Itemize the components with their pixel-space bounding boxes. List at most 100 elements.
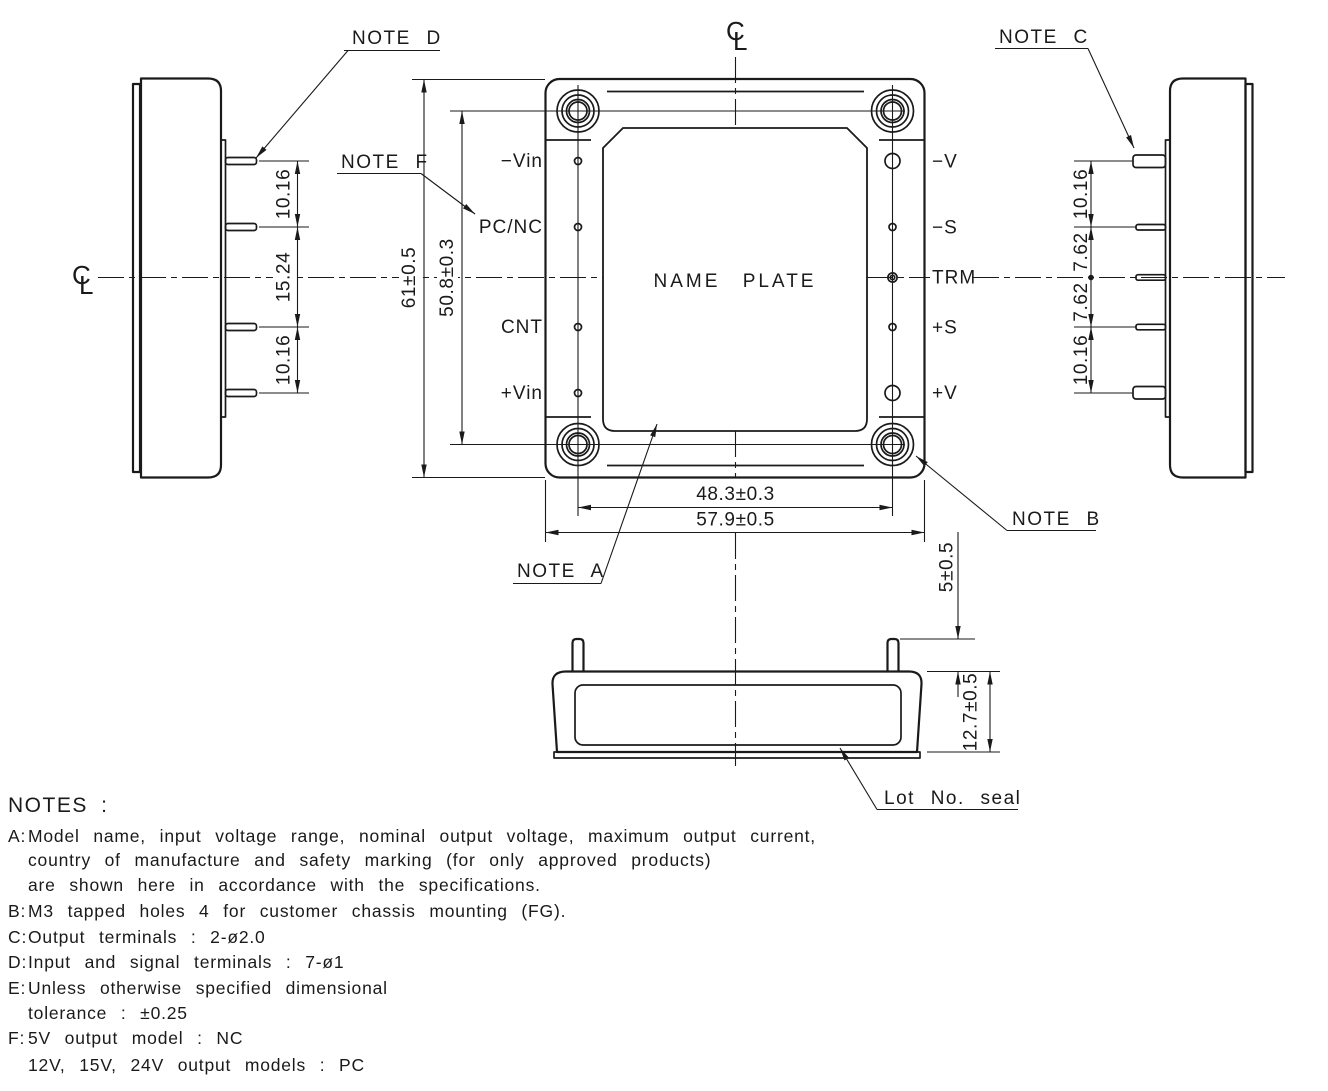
note-line-label: D: — [8, 952, 27, 972]
right-view-signal-pin-1 — [1135, 223, 1167, 231]
hole-pos-s — [888, 322, 897, 332]
note-a-label: NOTE A — [517, 561, 605, 582]
hole-trm-outer — [887, 272, 898, 283]
notes-block: NOTES : A: Model name, input voltage ran… — [8, 794, 816, 1075]
note-line-text: Output terminals : 2-ø2.0 — [28, 927, 266, 947]
mounting-hole-bottom-left — [556, 422, 600, 467]
dim-terminal-span: 48.3±0.3 — [696, 484, 775, 505]
left-view-body — [139, 77, 223, 479]
hole-pos-vin — [573, 388, 583, 398]
dim-right-pitch-1: 10.16 — [1071, 169, 1092, 220]
left-view-pin-3 — [224, 322, 258, 332]
note-d-label: NOTE D — [352, 28, 442, 49]
hole-pos-v — [884, 384, 901, 402]
mounting-hole-top-left — [556, 89, 600, 133]
dim-junction-dot — [1088, 274, 1094, 281]
label-pc-nc: PC/NC — [479, 217, 543, 238]
lot-seal-label: Lot No. seal — [884, 788, 1021, 809]
right-view-output-pin-2 — [1132, 385, 1167, 400]
dimension-terminal-span: 48.3±0.3 — [578, 484, 893, 511]
dim-case-height: 12.7±0.5 — [961, 673, 982, 752]
callout-note-a: NOTE A — [513, 423, 660, 585]
callout-note-c: NOTE C — [995, 27, 1137, 150]
note-line-text: Unless otherwise specified dimensional — [28, 978, 388, 998]
dim-terminal-length: 5±0.5 — [937, 542, 958, 592]
hole-neg-vin — [573, 156, 583, 166]
note-line-label: B: — [8, 901, 26, 921]
note-c-label: NOTE C — [999, 27, 1089, 48]
front-view-construction-lines — [450, 85, 905, 516]
label-neg-v: −V — [932, 152, 958, 173]
dim-right-pitch-4: 10.16 — [1071, 335, 1092, 386]
dimension-left-pitch: 10.16 15.24 10.16 — [259, 160, 309, 394]
dimension-hole-pitch: 50.8±0.3 — [437, 111, 465, 445]
note-line-text: M3 tapped holes 4 for customer chassis m… — [28, 901, 566, 921]
dim-overall-width: 57.9±0.5 — [696, 510, 775, 531]
callout-note-f: NOTE F — [337, 152, 477, 217]
mounting-hole-bottom-right — [870, 422, 915, 467]
callout-note-b: NOTE B — [914, 453, 1101, 532]
hole-pc-nc — [573, 222, 583, 232]
note-line-text: Input and signal terminals : 7-ø1 — [28, 952, 344, 972]
dim-hole-pitch: 50.8±0.3 — [437, 238, 458, 317]
callouts: NOTE D NOTE C NOTE F NOTE A NOTE B Lot N… — [253, 27, 1137, 811]
dimension-case-height: 12.7±0.5 — [927, 671, 1000, 753]
label-pos-s: +S — [932, 318, 958, 339]
label-neg-vin: −Vin — [501, 151, 543, 172]
dim-right-pitch-2: 7.62 — [1071, 232, 1092, 271]
note-line-text: Model name, input voltage range, nominal… — [28, 826, 816, 846]
callout-note-d: NOTE D — [253, 28, 442, 160]
bottom-view-seal-area — [574, 684, 902, 746]
dimension-terminal-length: 5±0.5 — [900, 532, 1000, 697]
note-line-text: 5V output model : NC — [28, 1028, 243, 1048]
label-cnt: CNT — [501, 317, 543, 338]
label-pos-vin: +Vin — [501, 383, 543, 404]
mounting-hole-top-right — [870, 89, 915, 133]
label-pos-v: +V — [932, 383, 958, 404]
centerline-symbol-top: C L — [726, 16, 747, 56]
hole-neg-v — [884, 152, 901, 170]
note-line-label: F: — [8, 1028, 25, 1048]
left-view-pin-base — [220, 139, 227, 418]
left-view-pin-1 — [224, 156, 258, 166]
centerline-symbol-left: C L — [72, 260, 93, 300]
dim-left-pitch-2: 15.24 — [274, 252, 295, 303]
label-trm: TRM — [932, 268, 976, 289]
note-line-text: 12V, 15V, 24V output models : PC — [28, 1055, 365, 1075]
label-neg-s: −S — [932, 218, 958, 239]
centerline-l-glyph: L — [79, 270, 93, 300]
dim-left-pitch-3: 10.16 — [274, 335, 295, 386]
note-line-text: are shown here in accordance with the sp… — [28, 875, 541, 895]
bottom-view-pin-left — [571, 637, 585, 673]
name-plate-text: NAME PLATE — [654, 271, 817, 292]
note-f-label: NOTE F — [341, 152, 429, 173]
dim-right-pitch-3: 7.62 — [1071, 282, 1092, 321]
right-view-output-pin-1 — [1132, 154, 1167, 169]
bottom-view-baseplate — [553, 751, 921, 759]
name-plate-area — [602, 127, 868, 432]
dim-left-pitch-1: 10.16 — [274, 169, 295, 220]
note-line-label: A: — [8, 826, 26, 846]
note-b-label: NOTE B — [1012, 509, 1101, 530]
note-line-label: E: — [8, 978, 26, 998]
centerline-c-glyph: C — [726, 16, 745, 46]
left-view-pin-4 — [224, 388, 258, 398]
centerlines — [98, 57, 1285, 766]
terminal-holes — [573, 152, 901, 402]
dim-overall-height: 61±0.5 — [399, 247, 420, 309]
right-view-body — [1168, 77, 1247, 479]
dimension-overall-width: 57.9±0.5 — [544, 480, 926, 542]
hole-trm-inner — [889, 274, 896, 281]
hole-neg-s — [888, 222, 897, 232]
note-line-text: country of manufacture and safety markin… — [28, 850, 711, 870]
right-view-signal-pin-3 — [1135, 323, 1167, 331]
dimension-right-pitch: 10.16 7.62 7.62 10.16 — [1071, 160, 1136, 394]
terminal-labels: −Vin PC/NC CNT +Vin −V −S TRM +S +V — [479, 151, 976, 404]
bottom-view: 5±0.5 12.7±0.5 — [551, 532, 1000, 759]
dimension-overall-height: 61±0.5 — [399, 78, 545, 479]
front-view-corner-steps — [546, 139, 924, 418]
note-line-label: C: — [8, 927, 27, 947]
centerline-l-glyph: L — [733, 26, 747, 56]
